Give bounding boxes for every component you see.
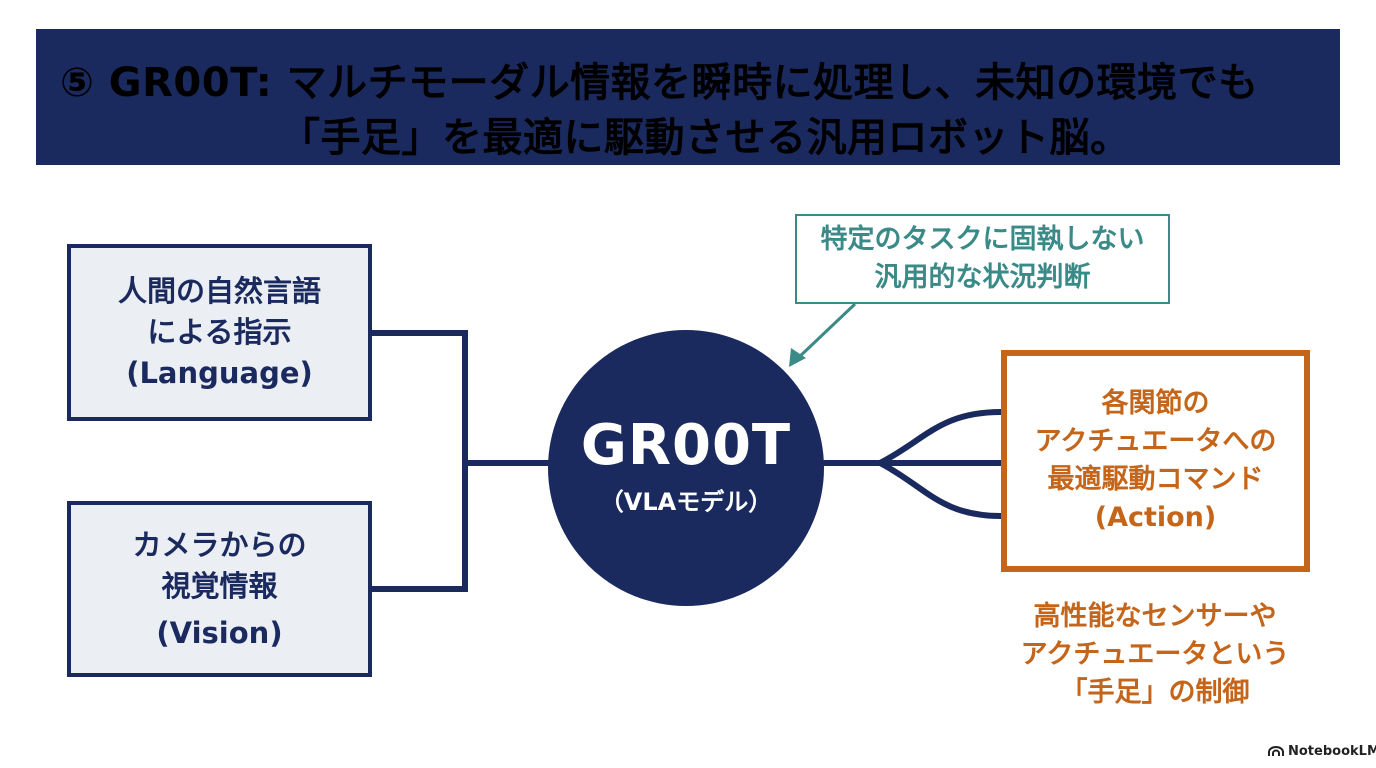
vision-input-box: カメラからの 視覚情報 (Vision) <box>67 501 372 677</box>
action-label-line-2: アクチュエータへの <box>1034 426 1277 457</box>
generalization-callout: 特定のタスクに固執しない 汎用的な状況判断 <box>795 214 1170 304</box>
language-label-line-3: (Language) <box>126 356 313 390</box>
language-label-line-1: 人間の自然言語 <box>117 274 321 308</box>
connector-to-action-upper <box>878 409 1002 466</box>
callout-arrow <box>794 302 857 362</box>
notebooklm-watermark: NotebookLM <box>1268 744 1376 759</box>
callout-arrowhead <box>789 348 806 367</box>
connector-language <box>372 330 468 463</box>
title-line-1: ⑤ GR00T: マルチモーダル情報を瞬時に処理し、未知の環境でも <box>60 60 1259 106</box>
hardware-note-line-3: 「手足」の制御 <box>1060 677 1250 708</box>
groot-name: GR00T <box>580 413 792 478</box>
hardware-note-line-2: アクチュエータという <box>1020 639 1290 670</box>
action-label-line-4: (Action) <box>1094 502 1217 533</box>
title-line-2: 「手足」を最適に駆動させる汎用ロボット脳。 <box>280 115 1131 161</box>
connector-to-action-lower <box>878 460 1002 519</box>
hardware-note-line-1: 高性能なセンサーや <box>1033 601 1277 632</box>
notebooklm-logo-icon <box>1268 746 1284 756</box>
callout-line-2: 汎用的な状況判断 <box>874 262 1091 293</box>
action-label-line-3: 最適駆動コマンド <box>1047 464 1264 495</box>
notebooklm-label: NotebookLM <box>1288 744 1376 759</box>
vision-label-line-2: 視覚情報 <box>161 568 278 603</box>
language-input-box: 人間の自然言語 による指示 (Language) <box>67 244 372 421</box>
language-label-line-2: による指示 <box>147 315 292 349</box>
vision-label-line-1: カメラからの <box>132 527 307 562</box>
action-label-line-1: 各関節の <box>1101 388 1210 419</box>
action-output-box: 各関節の アクチュエータへの 最適駆動コマンド (Action) <box>1001 350 1310 572</box>
title-banner <box>36 29 1340 165</box>
hardware-note: 高性能なセンサーや アクチュエータという 「手足」の制御 <box>1000 598 1310 712</box>
connector-vision <box>372 463 468 592</box>
groot-model-node: GR00T （VLAモデル） <box>548 330 824 606</box>
groot-subtitle: （VLAモデル） <box>599 488 773 516</box>
vision-label-line-3: (Vision) <box>156 615 283 650</box>
callout-line-1: 特定のタスクに固執しない <box>820 224 1145 255</box>
